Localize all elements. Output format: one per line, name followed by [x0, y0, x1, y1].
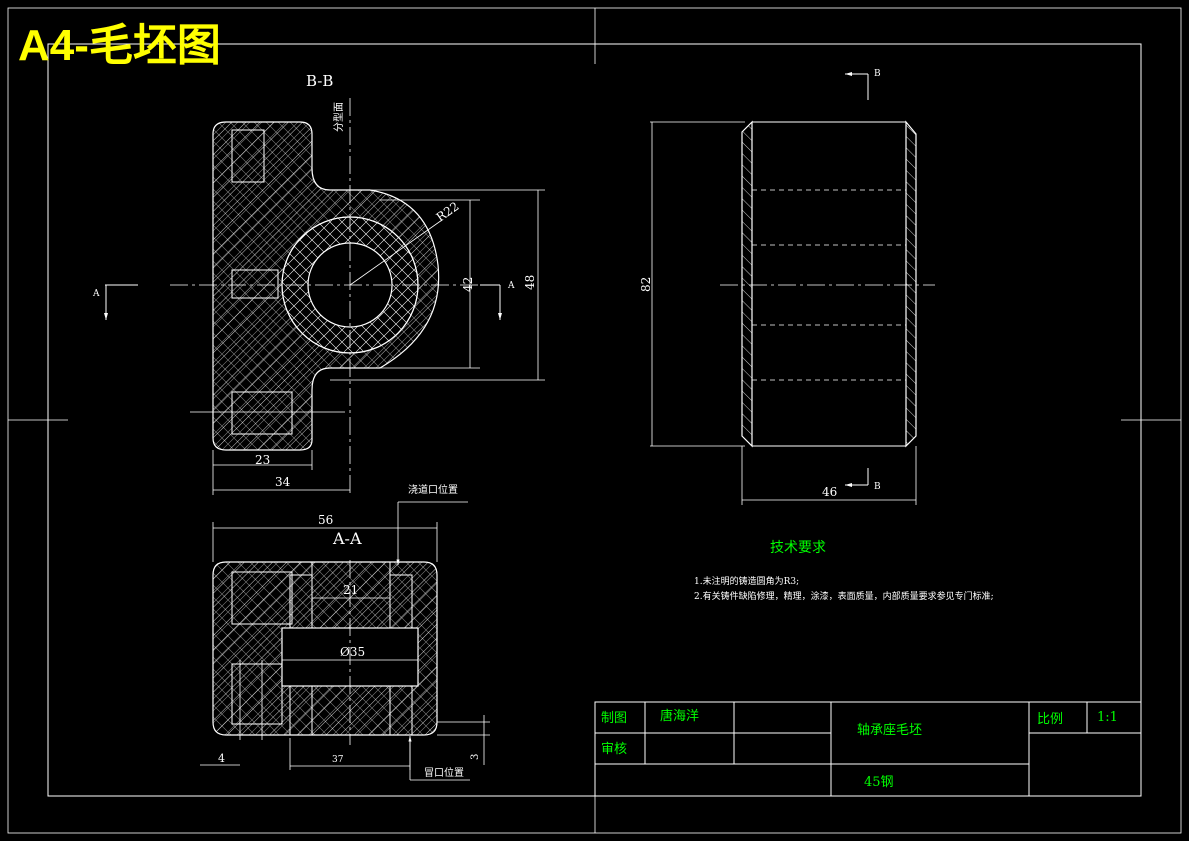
side-body-left [741, 120, 753, 448]
tech-line-2: 2.有关铸件缺陷修理，精理，涂漆，表面质量，内部质量要求参见专门标准; [694, 590, 994, 602]
view-aa-label: A-A [332, 529, 362, 548]
page-title: A4-毛坯图 [18, 21, 221, 70]
dim-23: 23 [255, 453, 270, 467]
tb-scale-label: 比例 [1037, 712, 1063, 727]
tb-material: 45钢 [864, 775, 894, 790]
dim-48: 48 [523, 275, 537, 290]
tech-requirements: 技术要求 1.未注明的铸造圆角为R3; 2.有关铸件缺陷修理，精理，涂漆，表面质… [694, 540, 994, 602]
gate-label: 浇道口位置 [408, 483, 458, 496]
dim-56: 56 [318, 513, 333, 527]
dim-3: 3 [470, 754, 481, 760]
tb-drawn-label: 制图 [601, 711, 627, 726]
tb-scale-value: 1:1 [1097, 710, 1118, 725]
dim-46: 46 [822, 485, 837, 499]
title-block: 制图 唐海洋 审核 轴承座毛坯 45钢 比例 1:1 [594, 701, 1142, 797]
tech-title: 技术要求 [770, 540, 826, 556]
dim-37: 37 [332, 755, 344, 765]
dim-34: 34 [275, 475, 291, 489]
section-marker-b-bottom: B [874, 482, 881, 492]
tb-review-label: 审核 [601, 742, 627, 757]
section-marker-a-right: A [507, 281, 515, 291]
view-side: 82 46 B B [639, 69, 935, 505]
dim-21: 21 [343, 583, 358, 597]
inner-border [47, 43, 1142, 797]
side-body-right [905, 120, 917, 448]
dim-82: 82 [639, 277, 653, 292]
tech-line-1: 1.未注明的铸造圆角为R3; [694, 575, 799, 587]
parting-label: 分型面 [332, 102, 345, 132]
dim-4: 4 [218, 752, 225, 765]
tb-drawn-name: 唐海洋 [660, 708, 699, 724]
dim-d35: Ø35 [340, 645, 365, 659]
view-bb: B-B 分型面 R22 42 48 A A [92, 72, 545, 495]
view-bb-label: B-B [306, 72, 333, 90]
riser-label: 冒口位置 [424, 766, 464, 779]
section-marker-b-top: B [874, 69, 881, 79]
section-marker-a-left: A [92, 289, 100, 299]
outer-border [7, 7, 1182, 834]
tb-part-name: 轴承座毛坯 [857, 723, 922, 738]
dim-r22: R22 [434, 199, 462, 224]
dim-42: 42 [461, 277, 475, 292]
view-aa: A-A 56 21 Ø35 4 37 3 [200, 483, 490, 781]
